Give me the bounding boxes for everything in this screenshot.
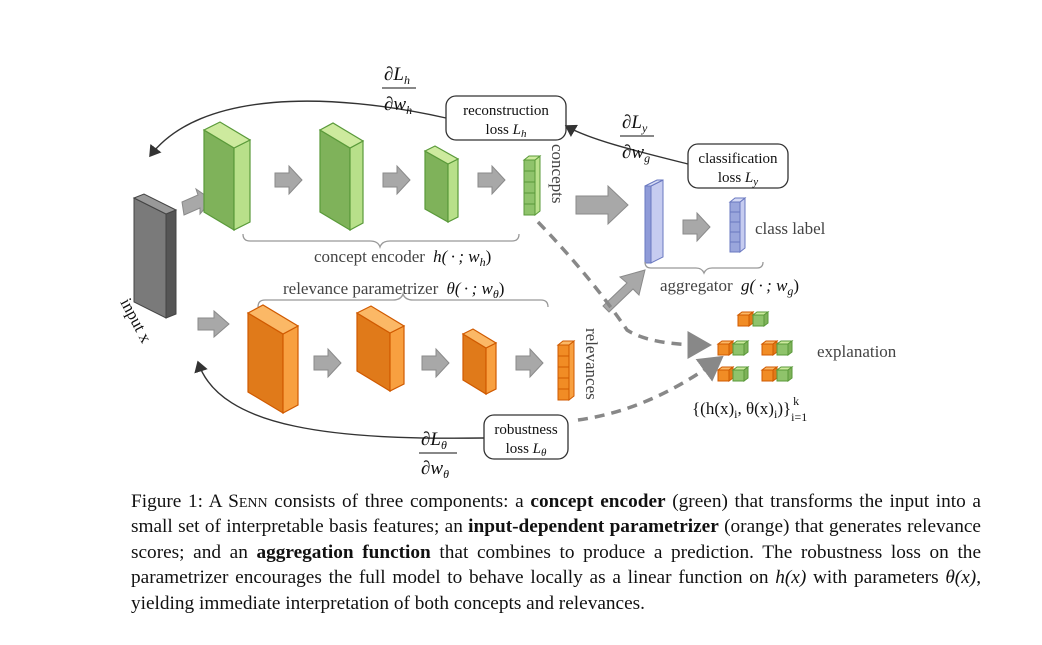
flow-arrows bbox=[181, 164, 711, 379]
robustness-loss-box bbox=[483, 414, 569, 460]
green-layer-2 bbox=[318, 122, 365, 232]
relevance-parametrizer-layers bbox=[246, 304, 576, 415]
svg-text:∂wθ: ∂wθ bbox=[421, 458, 449, 480]
svg-text:∂Lθ: ∂Lθ bbox=[421, 429, 447, 452]
orange-layer-2 bbox=[355, 305, 406, 393]
concepts-vector bbox=[522, 154, 542, 217]
green-layer-3 bbox=[423, 145, 460, 224]
grad-y-fraction: ∂Ly ∂wg bbox=[620, 112, 654, 165]
class-label-vector bbox=[728, 196, 747, 254]
arrow-relevances-to-aggregator bbox=[602, 269, 646, 313]
gradient-arrow-classification bbox=[564, 124, 689, 165]
relevances-vector bbox=[556, 339, 576, 402]
dashed-arrow-concepts bbox=[536, 220, 712, 359]
relevance-parametrizer-label: relevance parametrizer θ( · ; wθ) bbox=[283, 279, 504, 301]
concept-encoder-layers bbox=[202, 121, 542, 232]
grad-h-fraction: ∂Lh ∂wh bbox=[382, 64, 416, 117]
explanation-cubes bbox=[716, 311, 794, 382]
grad-theta-fraction: ∂Lθ ∂wθ bbox=[419, 429, 457, 480]
aggregator-bar bbox=[644, 179, 664, 264]
classification-loss-symbol: loss Ly bbox=[718, 170, 758, 188]
senn-architecture-diagram: input x bbox=[116, 64, 897, 480]
gradient-arrow-robustness bbox=[194, 360, 485, 439]
arrow-rel-2 bbox=[421, 347, 450, 379]
dashed-arrow-relevances bbox=[577, 355, 724, 422]
explanation-label: explanation bbox=[817, 342, 897, 361]
concept-encoder-label: concept encoder h( · ; wh) bbox=[314, 247, 491, 269]
concepts-label: concepts bbox=[548, 144, 567, 203]
reconstruction-loss-symbol: loss Lh bbox=[486, 122, 527, 140]
robustness-loss-symbol: loss Lθ bbox=[506, 441, 547, 459]
classification-loss-title: classification bbox=[698, 151, 778, 167]
orange-layer-1 bbox=[246, 304, 300, 415]
aggregator-brace bbox=[644, 261, 764, 275]
arrow-concepts-to-aggregator bbox=[575, 184, 629, 226]
arrow-enc-2 bbox=[382, 164, 411, 196]
concept-encoder-brace bbox=[242, 233, 520, 250]
arrow-rel-1 bbox=[313, 347, 342, 379]
orange-layer-3 bbox=[461, 328, 498, 396]
relevance-brace bbox=[257, 291, 549, 308]
arrow-input-to-parametrizer bbox=[197, 309, 230, 339]
input-slab bbox=[132, 193, 178, 319]
green-layer-1 bbox=[202, 121, 252, 232]
aggregator-label: aggregator g( · ; wg) bbox=[660, 276, 799, 298]
robustness-loss-title: robustness bbox=[494, 422, 557, 438]
svg-text:∂Lh: ∂Lh bbox=[384, 64, 410, 87]
svg-text:∂Ly: ∂Ly bbox=[622, 112, 648, 135]
arrow-enc-3 bbox=[477, 164, 506, 196]
reconstruction-loss-title: reconstruction bbox=[463, 103, 549, 119]
svg-text:∂wg: ∂wg bbox=[622, 142, 650, 165]
class-label-text: class label bbox=[755, 219, 826, 238]
gradient-arrow-reconstruction bbox=[149, 100, 447, 158]
arrow-enc-1 bbox=[274, 164, 303, 196]
relevances-label: relevances bbox=[582, 328, 601, 400]
figure-caption: Figure 1: A Senn consists of three compo… bbox=[131, 491, 982, 614]
arrow-rel-3 bbox=[515, 347, 544, 379]
classification-loss-box bbox=[687, 143, 789, 189]
svg-text:∂wh: ∂wh bbox=[384, 94, 412, 117]
arrow-aggregator-to-class bbox=[682, 211, 711, 243]
